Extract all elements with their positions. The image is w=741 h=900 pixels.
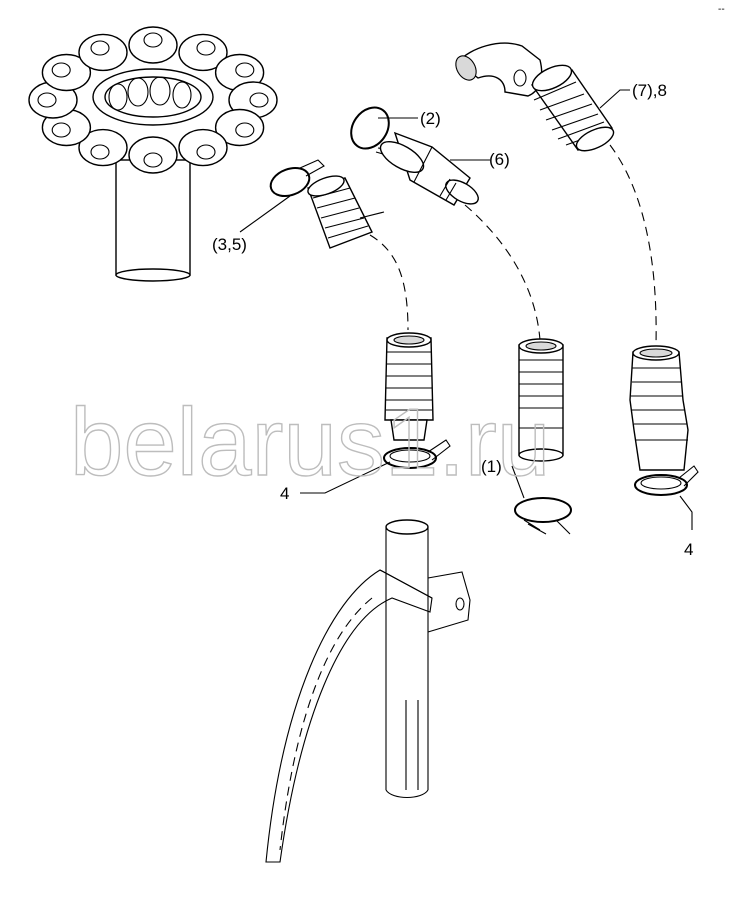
connector-6 (379, 131, 479, 206)
callout-7-8: (7),8 (632, 81, 667, 100)
distributor-head (28, 26, 278, 282)
callout-4-left: 4 (280, 484, 289, 503)
outlet-opening (249, 92, 269, 108)
distributor-outlet (178, 33, 228, 72)
ribbed-sleeve-middle (518, 338, 564, 462)
callout-6: (6) (489, 150, 510, 169)
ribbed-sleeve-left (384, 332, 434, 441)
callout-2: (2) (420, 109, 441, 128)
outlet-opening (196, 40, 216, 56)
distributor-outlet (78, 33, 128, 72)
callout-1: (1) (481, 457, 502, 476)
callout-4-right: 4 (684, 540, 693, 559)
outlet-opening (37, 92, 57, 108)
outlet-opening (143, 32, 163, 48)
distributor-outlet (41, 53, 92, 92)
distributor-outlet (178, 128, 228, 167)
outlet-opening (196, 144, 216, 160)
hose-3 (307, 175, 373, 249)
clamp-4-right (634, 465, 699, 496)
clamp-4-left (383, 439, 451, 469)
corrugated-hose-8 (530, 64, 615, 152)
distributor-outlet (78, 128, 128, 167)
distributor-outlet (128, 26, 178, 64)
route-line-right (609, 144, 657, 346)
distributor-outlet (214, 108, 265, 147)
outlet-opening (143, 152, 163, 168)
clamp-1 (514, 497, 572, 535)
route-line-left (369, 234, 409, 331)
coulter-assembly (265, 519, 471, 863)
leader-lines (239, 89, 693, 530)
outlet-opening (235, 122, 255, 138)
clamp-3-5 (269, 159, 325, 198)
outlet-opening (51, 62, 71, 78)
distributor-outlet (128, 136, 178, 174)
callout-3-5: (3,5) (212, 235, 247, 254)
elbow-7 (455, 42, 543, 97)
outlet-opening (235, 62, 255, 78)
outlet-opening (90, 144, 110, 160)
distributor-outlets (28, 26, 278, 174)
watermark: belarus1.ru (70, 389, 550, 496)
distributor-pipe (115, 159, 191, 276)
outlet-opening (90, 40, 110, 56)
route-line-middle (464, 204, 541, 341)
outlet-opening (51, 122, 71, 138)
ribbed-sleeve-right (629, 345, 689, 471)
corner-mark: -- (718, 4, 725, 15)
